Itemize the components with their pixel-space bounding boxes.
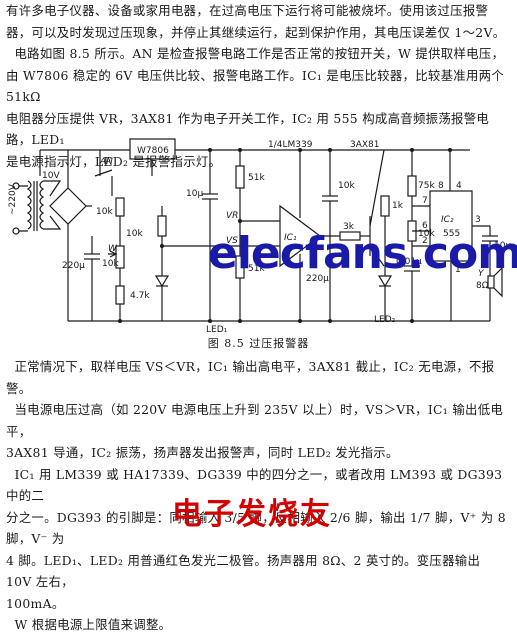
text-line: 当电源电压过高（如 220V 电源电压上升到 235V 以上）时，VS＞VR，I… xyxy=(6,402,504,439)
label-r10k-b: 10k xyxy=(126,229,143,239)
text-line: 由 W7806 稳定的 6V 电压供比较、报警电路工作。IC₁ 是电压比较器，比… xyxy=(6,67,505,105)
label-r10k-a: 10k xyxy=(96,207,113,217)
label-r3k: 3k xyxy=(343,222,355,232)
label-speaker-r: 8Ω xyxy=(476,281,489,291)
label-r47k: 4.7k xyxy=(130,291,150,301)
label-c10b: 10μ xyxy=(494,241,511,251)
text-line: 有许多电子仪器、设备或家用电器，在过高电压下运行将可能被烧坏。使用该过压报警 xyxy=(6,3,489,18)
text-line: IC₁ 用 LM339 或 HA17339、DG339 中的四分之一，或者改用 … xyxy=(6,466,503,504)
label-c220: 220μ xyxy=(62,261,85,271)
label-ic1-part: 1/4LM339 xyxy=(268,140,313,150)
label-pin6: 6 xyxy=(422,221,428,231)
label-pin7: 7 xyxy=(422,196,428,206)
text-line: 正常情况下，取样电压 VS＜VR，IC₁ 输出高电平，3AX81 截止，IC₂ … xyxy=(6,359,495,396)
label-pin4: 4 xyxy=(456,181,462,191)
label-vr: VR xyxy=(226,211,238,221)
label-w: W xyxy=(108,244,118,254)
label-pin1: 1 xyxy=(455,265,461,275)
label-r1k: 1k xyxy=(392,201,404,211)
label-pin2: 2 xyxy=(422,236,428,246)
text-line: 100mA。 xyxy=(6,595,65,611)
text-line: 器，可以及时发现过压现象，并停止其继续运行，起到保护作用，其电压误差仅 1～2V… xyxy=(6,24,506,40)
label-led1: LED₁ xyxy=(206,325,228,335)
label-ic2: IC₂ xyxy=(441,215,454,225)
figure-caption: 图 8.5 过压报警器 xyxy=(207,337,310,350)
circuit-schematic: ~220V 10V AN W7806 10k 10k W 10k 4.7k 22… xyxy=(8,138,511,335)
label-10v: 10V xyxy=(42,171,60,181)
label-an: AN xyxy=(99,157,113,167)
watermark-logo-text: 电子发烧友 xyxy=(172,497,332,532)
label-3ax81: 3AX81 xyxy=(350,140,380,150)
label-ac: ~220V xyxy=(8,183,18,215)
label-c10u: 10μ xyxy=(186,189,203,199)
label-r10k-d: 10k xyxy=(418,229,435,239)
label-ic1: IC₁ xyxy=(284,233,297,243)
label-c220b: 220μ xyxy=(306,274,329,284)
text-line: 3AX81 导通，IC₂ 振荡，扬声器发出报警声，同时 LED₂ 发光指示。 xyxy=(6,445,399,460)
label-led2: LED₂ xyxy=(374,315,396,325)
text-line: 是电源指示灯，LED₂ 是报警指示灯。 xyxy=(6,153,222,169)
watermark-url: elecfans.com xyxy=(208,228,517,279)
text-line: W 根据电源上限值来调整。 xyxy=(14,617,172,632)
label-vs: VS xyxy=(226,236,238,246)
label-r75k: 75k xyxy=(418,181,435,191)
label-w7806: W7806 xyxy=(137,146,169,156)
label-r51k-b: 51k xyxy=(248,264,265,274)
label-555: 555 xyxy=(443,229,460,239)
label-c001: 0.01μ xyxy=(396,257,422,267)
label-r10k-c: 10k xyxy=(338,181,355,191)
intro-text: 有许多电子仪器、设备或家用电器，在过高电压下运行将可能被烧坏。使用该过压报警 器… xyxy=(6,0,510,172)
label-speaker-y: Y xyxy=(478,269,485,279)
label-w10k: 10k xyxy=(102,259,119,269)
text-line: 电阻器分压提供 VR，3AX81 作为电子开关工作，IC₂ 用 555 构成高音… xyxy=(6,110,490,148)
label-pin8: 8 xyxy=(438,181,444,191)
label-pin3: 3 xyxy=(475,215,481,225)
text-line: 4 脚。LED₁、LED₂ 用普通红色发光二极管。扬声器用 8Ω、2 英寸的。变… xyxy=(6,552,481,590)
label-r51k-a: 51k xyxy=(248,173,265,183)
text-line: 电路如图 8.5 所示。AN 是检查报警电路工作是否正常的按钮开关，W 提供取样… xyxy=(14,46,505,61)
